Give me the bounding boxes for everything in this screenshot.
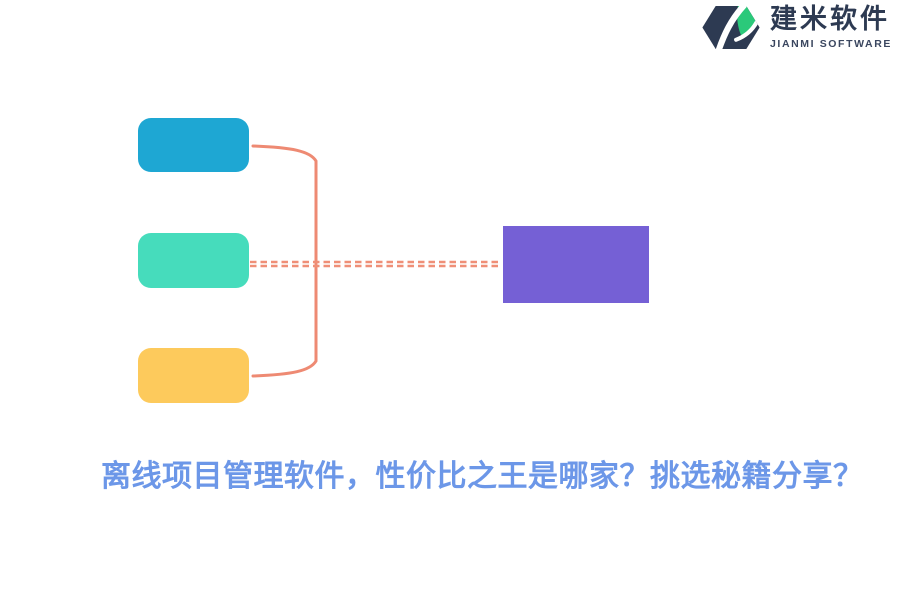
logo-text: 建米软件 JIANMI SOFTWARE — [769, 4, 892, 50]
bracket-connector — [251, 144, 318, 378]
logo-swoosh-cut — [714, 6, 748, 49]
logo-title: 建米软件 — [769, 4, 890, 34]
node-top — [138, 118, 249, 172]
logo-subtitle: JIANMI SOFTWARE — [769, 37, 892, 50]
node-result — [503, 226, 649, 303]
hexagon-leaf-icon — [702, 6, 760, 49]
page-title: 离线项目管理软件，性价比之王是哪家？挑选秘籍分享？ — [101, 460, 864, 493]
node-bottom — [138, 348, 249, 403]
node-middle — [138, 233, 249, 288]
logo: 建米软件 JIANMI SOFTWARE — [702, 4, 892, 51]
logo-leaf-underline-cut — [734, 20, 759, 42]
